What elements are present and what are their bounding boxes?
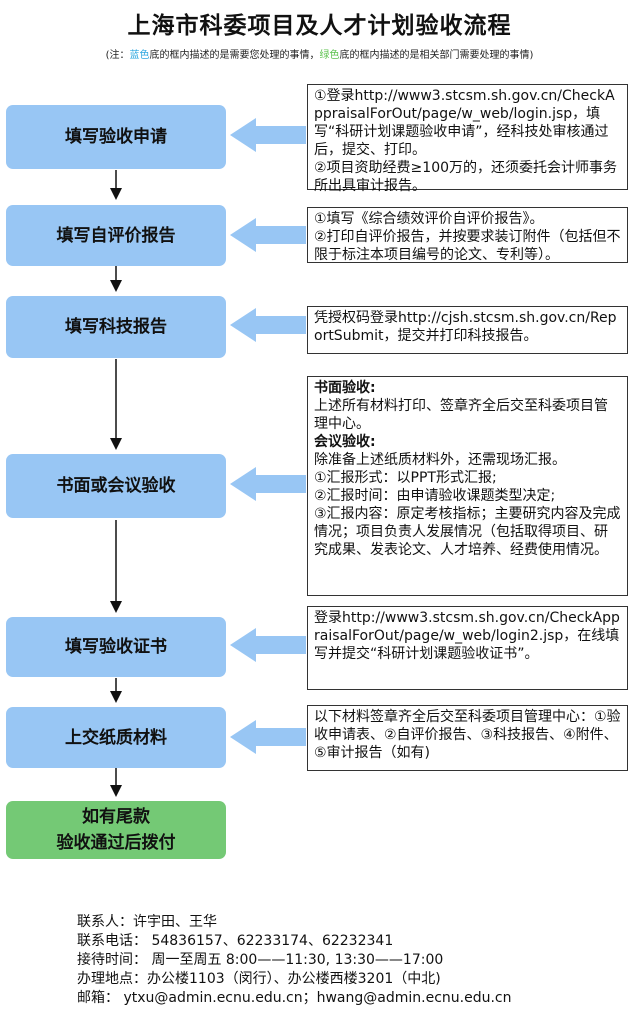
- note-prefix: (注：: [105, 50, 130, 61]
- desc-text: ③汇报内容：原定考核指标；主要研究内容及完成情况；项目负责人发展情况（包括取得项…: [314, 506, 621, 558]
- desc-box-application: ①登录http://www3.stcsm.sh.gov.cn/CheckAppr…: [307, 84, 628, 194]
- left-arrow-6: [230, 720, 306, 754]
- desc-text: ①汇报形式：以PPT形式汇报;: [314, 470, 497, 486]
- step-acceptance-certificate-label: 填写验收证书: [65, 637, 167, 657]
- desc-text: ②汇报时间：由申请验收课题类型决定;: [314, 488, 556, 504]
- left-arrow-4: [230, 467, 306, 501]
- left-arrow-1: [230, 118, 306, 152]
- desc-box-self-evaluation: ①填写《综合绩效评价自评价报告》。 ②打印自评价报告，并按要求装订附件（包括但不…: [307, 207, 628, 263]
- step-submit-paper-label: 上交纸质材料: [65, 727, 167, 748]
- step-final-payment-line2: 验收通过后拨付: [56, 833, 176, 853]
- desc-text: ②项目资助经费≥100万的，还须委托会计师事务所出具审计报告。: [314, 160, 618, 194]
- desc-text: 除准备上述纸质材料外，还需现场汇报。: [314, 452, 566, 468]
- note-blue-word: 蓝色: [129, 50, 150, 61]
- note-green-word: 绿色: [319, 50, 340, 61]
- left-arrow-3: [230, 308, 306, 342]
- step-application: 填写验收申请: [6, 105, 226, 169]
- step-acceptance-review-label: 书面或会议验收: [56, 476, 176, 496]
- step-submit-paper: 上交纸质材料: [6, 707, 226, 768]
- note-mid: 底的框内描述的是需要您处理的事情，: [149, 50, 320, 61]
- step-tech-report-label: 填写科技报告: [65, 317, 167, 337]
- contact-person: 联系人：许宇田、王华: [77, 914, 217, 930]
- note-suffix: 底的框内描述的是相关部门需要处理的事情): [339, 50, 534, 61]
- desc-heading-written: 书面验收:: [314, 380, 376, 396]
- desc-text: 登录http://www3.stcsm.sh.gov.cn/CheckAppra…: [314, 610, 620, 662]
- left-arrow-2: [230, 218, 306, 252]
- desc-text: ②打印自评价报告，并按要求装订附件（包括但不限于标注本项目编号的论文、专利等）。: [314, 229, 621, 263]
- legend-note: (注：蓝色底的框内描述的是需要您处理的事情，绿色底的框内描述的是相关部门需要处理…: [0, 46, 639, 61]
- step-tech-report: 填写科技报告: [6, 296, 226, 358]
- left-arrow-5: [230, 628, 306, 662]
- step-acceptance-review: 书面或会议验收: [6, 454, 226, 518]
- desc-text: 上述所有材料打印、签章齐全后交至科委项目管理中心。: [314, 398, 608, 432]
- desc-text: 以下材料签章齐全后交至科委项目管理中心：①验收申请表、②自评价报告、③科技报告、…: [314, 709, 621, 761]
- step-application-label: 填写验收申请: [65, 127, 167, 147]
- step-acceptance-certificate: 填写验收证书: [6, 617, 226, 677]
- desc-text: ①登录http://www3.stcsm.sh.gov.cn/CheckAppr…: [314, 88, 615, 158]
- desc-box-tech-report: 凭授权码登录http://cjsh.stcsm.sh.gov.cn/Report…: [307, 306, 628, 354]
- step-self-evaluation: 填写自评价报告: [6, 205, 226, 266]
- desc-box-submit-paper: 以下材料签章齐全后交至科委项目管理中心：①验收申请表、②自评价报告、③科技报告、…: [307, 705, 628, 771]
- desc-box-certificate: 登录http://www3.stcsm.sh.gov.cn/CheckAppra…: [307, 606, 628, 690]
- desc-heading-meeting: 会议验收:: [314, 434, 376, 450]
- desc-text: 凭授权码登录http://cjsh.stcsm.sh.gov.cn/Report…: [314, 310, 617, 344]
- contact-phone: 联系电话： 54836157、62233174、62232341: [77, 933, 394, 949]
- step-final-payment-line1: 如有尾款: [82, 807, 150, 827]
- contact-info: 联系人：许宇田、王华 联系电话： 54836157、62233174、62232…: [77, 913, 511, 1008]
- desc-box-acceptance-review: 书面验收: 上述所有材料打印、签章齐全后交至科委项目管理中心。 会议验收: 除准…: [307, 376, 628, 596]
- contact-location: 办理地点：办公楼1103（闵行）、办公楼西楼3201（中北): [77, 971, 441, 987]
- step-final-payment: 如有尾款 验收通过后拨付: [6, 801, 226, 859]
- contact-email: 邮箱： ytxu@admin.ecnu.edu.cn；hwang@admin.e…: [77, 990, 512, 1006]
- contact-hours: 接待时间： 周一至周五 8:00——11:30, 13:30——17:00: [77, 952, 444, 968]
- page-title: 上海市科委项目及人才计划验收流程: [127, 13, 512, 39]
- step-self-evaluation-label: 填写自评价报告: [56, 225, 176, 246]
- desc-text: ①填写《综合绩效评价自评价报告》。: [314, 211, 544, 227]
